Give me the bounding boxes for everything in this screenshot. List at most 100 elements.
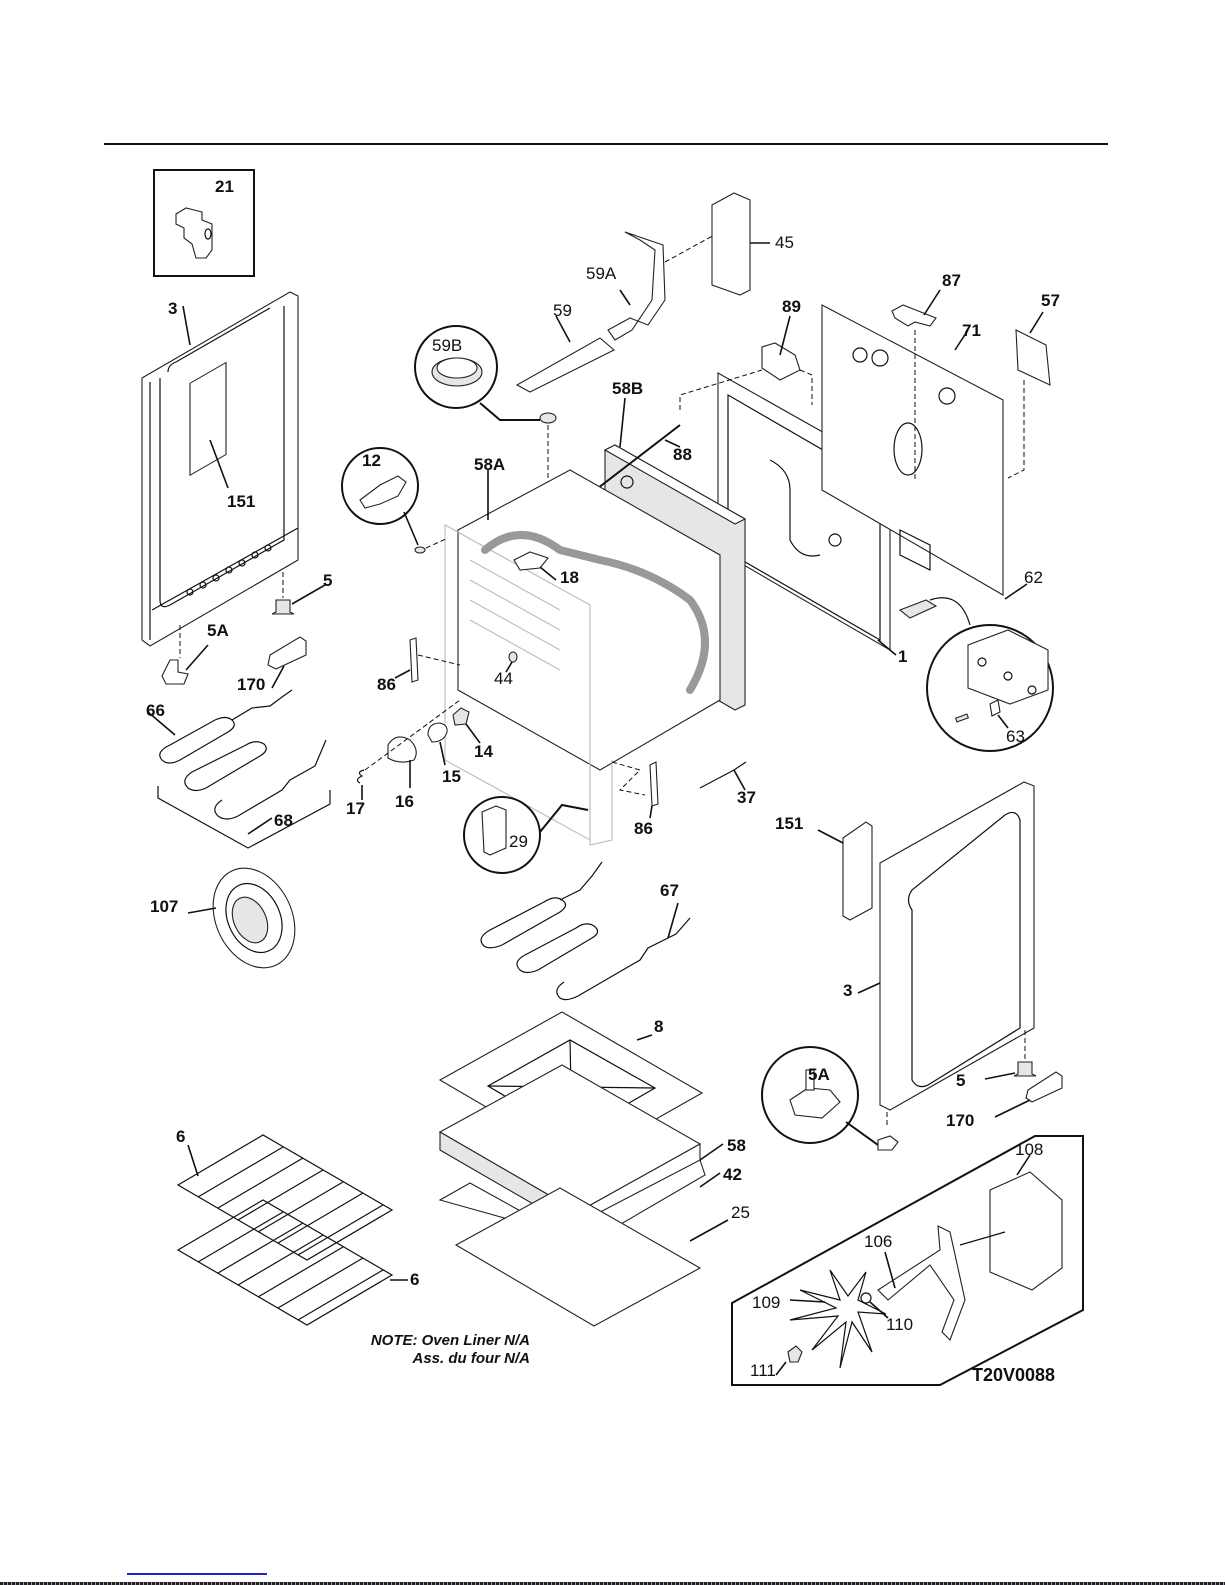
broil-shield-68 [157, 786, 331, 849]
fan-motor-108 [989, 1171, 1063, 1291]
callout-5A-right: 5A [808, 1065, 830, 1084]
note-line-fr: Ass. du four N/A [412, 1350, 530, 1367]
callout-3-right: 3 [843, 981, 853, 1000]
callout-45: 45 [775, 233, 794, 252]
callout-151-right: 151 [775, 814, 804, 833]
callout-111: 111 [750, 1361, 776, 1380]
broil-element-66 [159, 689, 327, 820]
light-bulb-15 [427, 722, 448, 743]
callout-8: 8 [654, 1017, 664, 1036]
callout-21: 21 [215, 177, 234, 196]
hinge-receptacle-86-right [649, 761, 659, 807]
callout-59A: 59A [586, 264, 617, 283]
callout-58: 58 [727, 1136, 746, 1155]
callout-59B: 59B [432, 336, 463, 355]
callout-17: 17 [346, 799, 365, 818]
leveling-leg-5A-left-icon [161, 659, 189, 685]
callout-29: 29 [509, 832, 528, 851]
callout-63: 63 [1006, 727, 1025, 746]
callout-18: 18 [560, 568, 579, 587]
callout-68: 68 [274, 811, 293, 830]
callout-107: 107 [150, 897, 179, 916]
callout-170-right: 170 [946, 1111, 975, 1130]
callout-109: 109 [752, 1293, 781, 1312]
right-side-panel [879, 781, 1035, 1111]
rear-panel-71 [821, 304, 1004, 596]
vent-holes [186, 544, 272, 596]
bottom-panel-25 [454, 1187, 702, 1327]
callout-86-left: 86 [377, 675, 396, 694]
callout-37: 37 [737, 788, 756, 807]
callout-88: 88 [673, 445, 692, 464]
sensor-37 [699, 761, 747, 789]
part-59B-inset [414, 325, 498, 409]
callout-44: 44 [494, 669, 513, 688]
callout-14: 14 [474, 742, 493, 761]
terminal-block-62 [898, 599, 1054, 752]
callout-1: 1 [898, 647, 908, 666]
nut-111 [787, 1345, 803, 1363]
leg-5-right-icon [1013, 1061, 1037, 1077]
hinge-receptacle-86-left [409, 637, 419, 683]
fan-blade-109 [789, 1269, 887, 1369]
oven-liner-note: NOTE: Oven Liner N/A Ass. du four N/A [330, 1332, 530, 1368]
duct-59 [515, 337, 615, 393]
leg-5-left-icon [271, 599, 295, 615]
motor-bracket-106 [877, 1225, 966, 1341]
callout-5A-left: 5A [207, 621, 229, 640]
callout-62: 62 [1024, 568, 1043, 587]
callout-6-upper: 6 [176, 1127, 186, 1146]
callout-66: 66 [146, 701, 165, 720]
callout-15: 15 [442, 767, 461, 786]
convection-cover-107 [212, 867, 296, 969]
callout-110: 110 [886, 1315, 914, 1334]
callout-58A: 58A [474, 455, 506, 474]
bracket-170-right-icon [1025, 1071, 1063, 1103]
bake-element-67 [480, 861, 691, 1001]
bracket-87 [891, 304, 937, 327]
cover-57 [1015, 329, 1051, 386]
footer-link-underline[interactable] [127, 1573, 267, 1575]
bracket-45 [711, 192, 751, 296]
callout-86-right: 86 [634, 819, 653, 838]
callout-6-lower: 6 [410, 1270, 420, 1289]
callout-71: 71 [962, 321, 981, 340]
callout-87: 87 [942, 271, 961, 290]
header-rule [104, 143, 1108, 145]
note-line-en: NOTE: Oven Liner N/A [370, 1332, 530, 1349]
bracket-151-right [842, 821, 873, 921]
bracket-170-left-icon [267, 636, 307, 670]
callout-67: 67 [660, 881, 679, 900]
convection-fan-inset [731, 1135, 1084, 1386]
callout-89: 89 [782, 297, 801, 316]
callout-42: 42 [723, 1165, 742, 1184]
light-lens-16 [387, 736, 417, 763]
light-socket-14 [452, 707, 470, 726]
oven-rack-upper [176, 1134, 394, 1261]
callout-106: 106 [864, 1232, 893, 1251]
duct-59A [607, 231, 666, 341]
wire-clip-17 [356, 769, 365, 784]
bracket-18 [513, 551, 549, 571]
left-side-panel [141, 291, 299, 647]
callout-25: 25 [731, 1203, 750, 1222]
part-29-inset [463, 796, 541, 874]
callout-57: 57 [1041, 291, 1060, 310]
part-5A-right-inset [761, 1046, 859, 1144]
callout-3-left: 3 [168, 299, 178, 318]
part-12-inset [341, 447, 419, 525]
callout-5-right: 5 [956, 1071, 966, 1090]
door-handle-bracket-icon [175, 207, 213, 259]
callout-12: 12 [362, 451, 381, 470]
oven-cavity-58A [444, 469, 721, 841]
scan-edge [0, 1582, 1225, 1585]
callout-16: 16 [395, 792, 414, 811]
callout-151-left: 151 [227, 492, 256, 511]
part-21-inset [153, 169, 255, 277]
drawing-code: T20V0088 [972, 1365, 1056, 1385]
leveling-leg-5A-right-icon [877, 1135, 899, 1151]
callout-59: 59 [553, 301, 572, 320]
callout-58B: 58B [612, 379, 644, 398]
oven-rack-lower [176, 1199, 394, 1326]
